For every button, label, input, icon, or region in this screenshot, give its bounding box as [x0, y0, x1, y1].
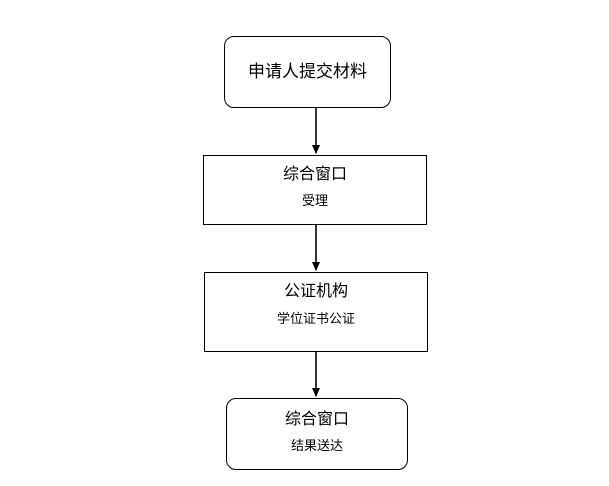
node-window-deliver: 综合窗口 结果送达: [226, 398, 408, 470]
node-notary-agency: 公证机构 学位证书公证: [204, 272, 428, 352]
node-subtitle: 结果送达: [290, 439, 343, 454]
node-title: 综合窗口: [284, 409, 349, 428]
node-title: 申请人提交材料: [248, 62, 367, 82]
node-subtitle: 受理: [301, 194, 328, 209]
node-subtitle: 学位证书公证: [276, 312, 355, 327]
node-title: 公证机构: [283, 281, 348, 300]
node-window-accept: 综合窗口 受理: [203, 155, 427, 225]
node-title: 综合窗口: [282, 164, 347, 183]
node-applicant-submit: 申请人提交材料: [224, 36, 391, 108]
